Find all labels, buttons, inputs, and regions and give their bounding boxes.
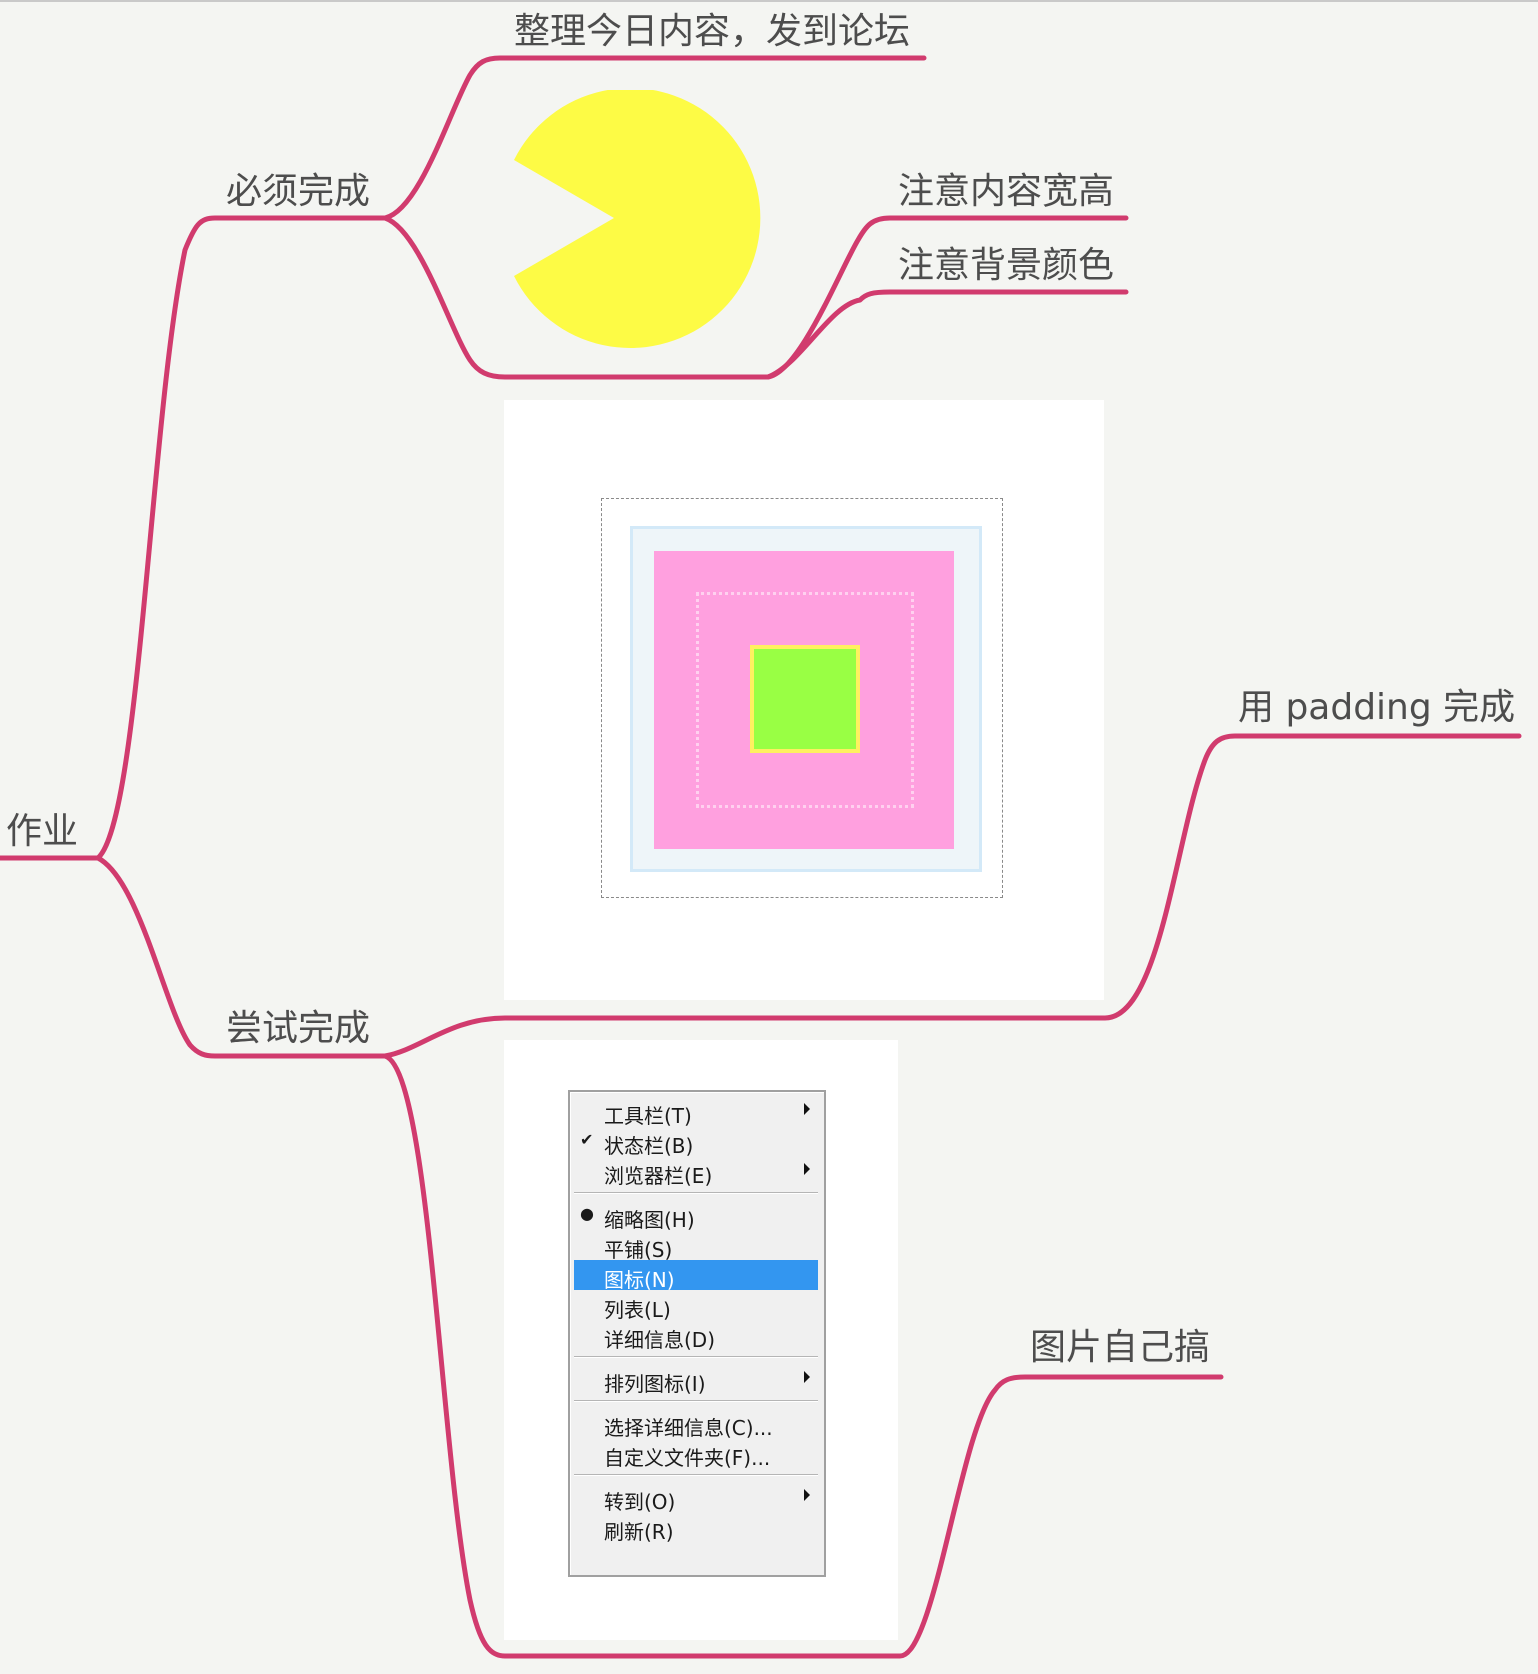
menu-item-label: 平铺(S) — [604, 1238, 673, 1262]
menu-item[interactable]: 图标(N) — [574, 1260, 818, 1292]
menu-item-label: 图标(N) — [604, 1268, 675, 1292]
box-model-image — [504, 400, 1104, 1000]
menu-separator — [574, 1400, 818, 1402]
forum-task-label: 整理今日内容，发到论坛 — [514, 11, 911, 52]
menu-item[interactable]: 工具栏(T) — [574, 1096, 818, 1128]
submenu-arrow-icon — [804, 1489, 810, 1501]
content-outline — [696, 592, 914, 808]
menu-item-label: 刷新(R) — [604, 1520, 674, 1544]
image-task-label: 图片自己搞 — [1030, 1327, 1211, 1368]
submenu-arrow-icon — [804, 1371, 810, 1383]
note-bg-label: 注意背景颜色 — [898, 245, 1115, 286]
menu-item-label: 列表(L) — [604, 1298, 671, 1322]
try-complete-label: 尝试完成 — [226, 1008, 371, 1049]
menu-item-label: 选择详细信息(C)... — [604, 1416, 773, 1440]
menu-item-label: 排列图标(I) — [604, 1372, 706, 1396]
menu-item-label: 详细信息(D) — [604, 1328, 716, 1352]
bullet-icon: ● — [580, 1204, 594, 1223]
context-menu: 工具栏(T) ✔ 状态栏(B) 浏览器栏(E) ● 缩略图(H) 平铺(S) 图标(N) 列表(… — [568, 1090, 826, 1577]
menu-item[interactable]: 详细信息(D) — [574, 1320, 818, 1352]
menu-item[interactable]: 排列图标(I) — [574, 1364, 818, 1396]
branch-must-forum — [382, 55, 927, 221]
menu-item[interactable]: 转到(O) — [574, 1482, 818, 1514]
note-size-label: 注意内容宽高 — [898, 171, 1115, 212]
menu-item-label: 转到(O) — [604, 1490, 676, 1514]
menu-separator — [574, 1356, 818, 1358]
menu-separator — [574, 1474, 818, 1476]
submenu-arrow-icon — [804, 1163, 810, 1175]
menu-item-label: 工具栏(T) — [604, 1104, 692, 1128]
menu-item[interactable]: ● 缩略图(H) — [574, 1200, 818, 1232]
branch-note-bg — [765, 289, 1129, 380]
menu-item[interactable]: 刷新(R) — [574, 1512, 818, 1544]
branch-must-lower — [382, 215, 771, 380]
menu-item-label: 自定义文件夹(F)... — [604, 1446, 771, 1470]
branch-try-padding — [382, 733, 1522, 1059]
root-label: 作业 — [6, 811, 79, 852]
menu-item[interactable]: 选择详细信息(C)... — [574, 1408, 818, 1440]
branch-root-try — [95, 855, 388, 1059]
check-icon: ✔ — [580, 1130, 594, 1149]
submenu-arrow-icon — [804, 1103, 810, 1115]
context-menu-image: 工具栏(T) ✔ 状态栏(B) 浏览器栏(E) ● 缩略图(H) 平铺(S) 图标(N) 列表(… — [504, 1040, 898, 1640]
pacman-image — [514, 90, 761, 348]
margin-outline — [601, 498, 1003, 898]
menu-item-label: 浏览器栏(E) — [604, 1164, 713, 1188]
padding-task-label: 用 padding 完成 — [1238, 687, 1516, 728]
menu-item[interactable]: 浏览器栏(E) — [574, 1156, 818, 1188]
branch-root-must — [95, 215, 388, 861]
menu-item[interactable]: ✔ 状态栏(B) — [574, 1126, 818, 1158]
must-complete-label: 必须完成 — [226, 171, 371, 212]
top-border — [0, 0, 1538, 2]
menu-item[interactable]: 自定义文件夹(F)... — [574, 1438, 818, 1470]
content-box — [750, 645, 860, 753]
branch-try-image — [382, 1053, 1224, 1659]
menu-item-label: 状态栏(B) — [604, 1134, 694, 1158]
menu-separator — [574, 1192, 818, 1194]
menu-item[interactable]: 列表(L) — [574, 1290, 818, 1322]
menu-item[interactable]: 平铺(S) — [574, 1230, 818, 1262]
branch-note-size — [765, 215, 1129, 380]
menu-item-label: 缩略图(H) — [604, 1208, 695, 1232]
